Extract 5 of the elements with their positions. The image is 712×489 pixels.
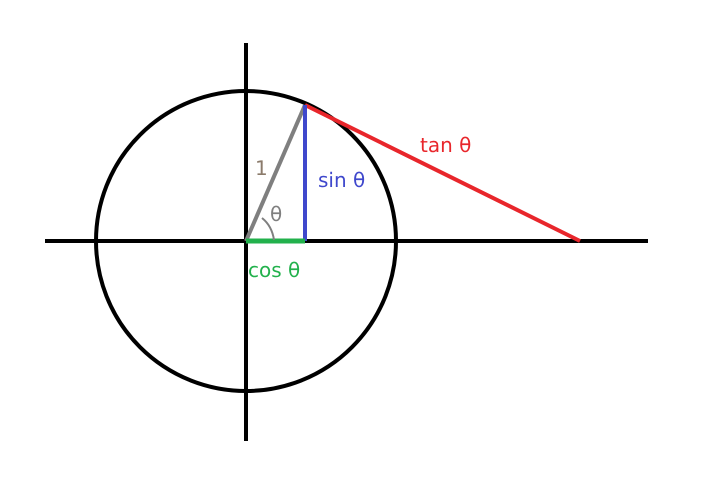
length-label: 1 <box>255 156 268 180</box>
cosine-label: cos θ <box>248 258 300 282</box>
tangent-label: tan θ <box>420 133 472 157</box>
sine-label: sin θ <box>318 168 366 192</box>
angle-label: θ <box>270 202 282 226</box>
